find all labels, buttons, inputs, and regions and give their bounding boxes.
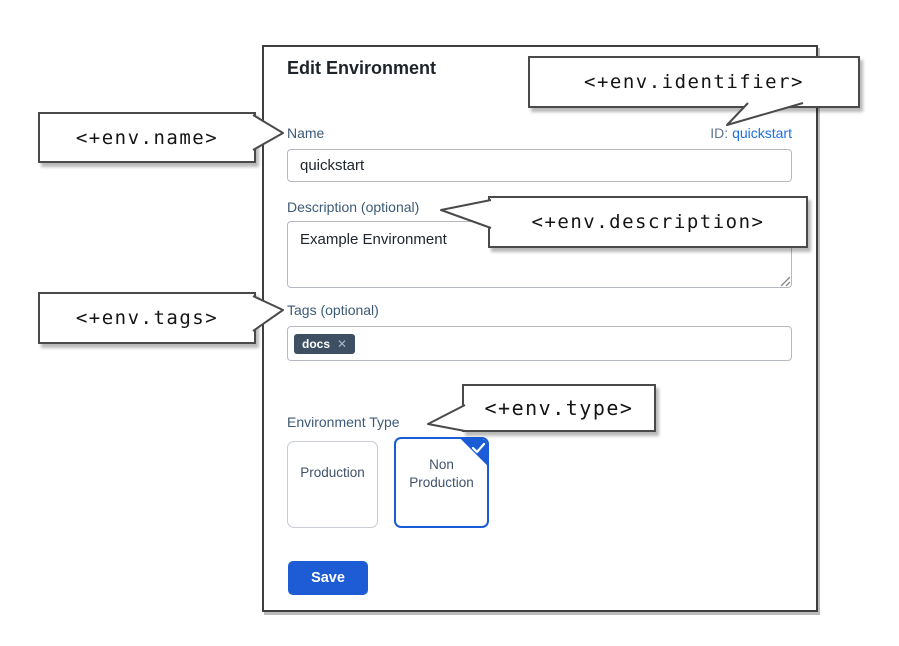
- callout-env-name: <+env.name>: [38, 112, 256, 163]
- env-type-option-non-production[interactable]: Non Production: [394, 437, 489, 528]
- tags-label: Tags (optional): [287, 302, 379, 318]
- tag-chip-label: docs: [302, 336, 331, 351]
- identifier-row: ID: quickstart: [487, 125, 792, 141]
- name-label: Name: [287, 125, 325, 141]
- callout-env-tags: <+env.tags>: [38, 292, 256, 344]
- resize-handle-icon[interactable]: [780, 276, 791, 287]
- environment-type-label: Environment Type: [287, 414, 400, 430]
- callout-env-identifier: <+env.identifier>: [528, 56, 860, 108]
- callout-env-type: <+env.type>: [462, 384, 656, 432]
- page-title: Edit Environment: [287, 58, 437, 78]
- env-type-option-label: Non Production: [409, 457, 474, 490]
- check-icon: [457, 439, 487, 468]
- env-type-option-label: Production: [300, 465, 365, 480]
- save-button[interactable]: Save: [288, 561, 368, 595]
- env-type-option-production[interactable]: Production: [287, 441, 378, 528]
- callout-env-description: <+env.description>: [488, 196, 808, 248]
- name-input[interactable]: [287, 149, 792, 182]
- tags-input[interactable]: docs ✕: [287, 326, 792, 361]
- remove-tag-icon[interactable]: ✕: [337, 336, 348, 351]
- description-label: Description (optional): [287, 199, 420, 215]
- tag-chip: docs ✕: [294, 333, 356, 354]
- id-prefix-label: ID:: [710, 125, 729, 141]
- identifier-link[interactable]: quickstart: [732, 125, 792, 141]
